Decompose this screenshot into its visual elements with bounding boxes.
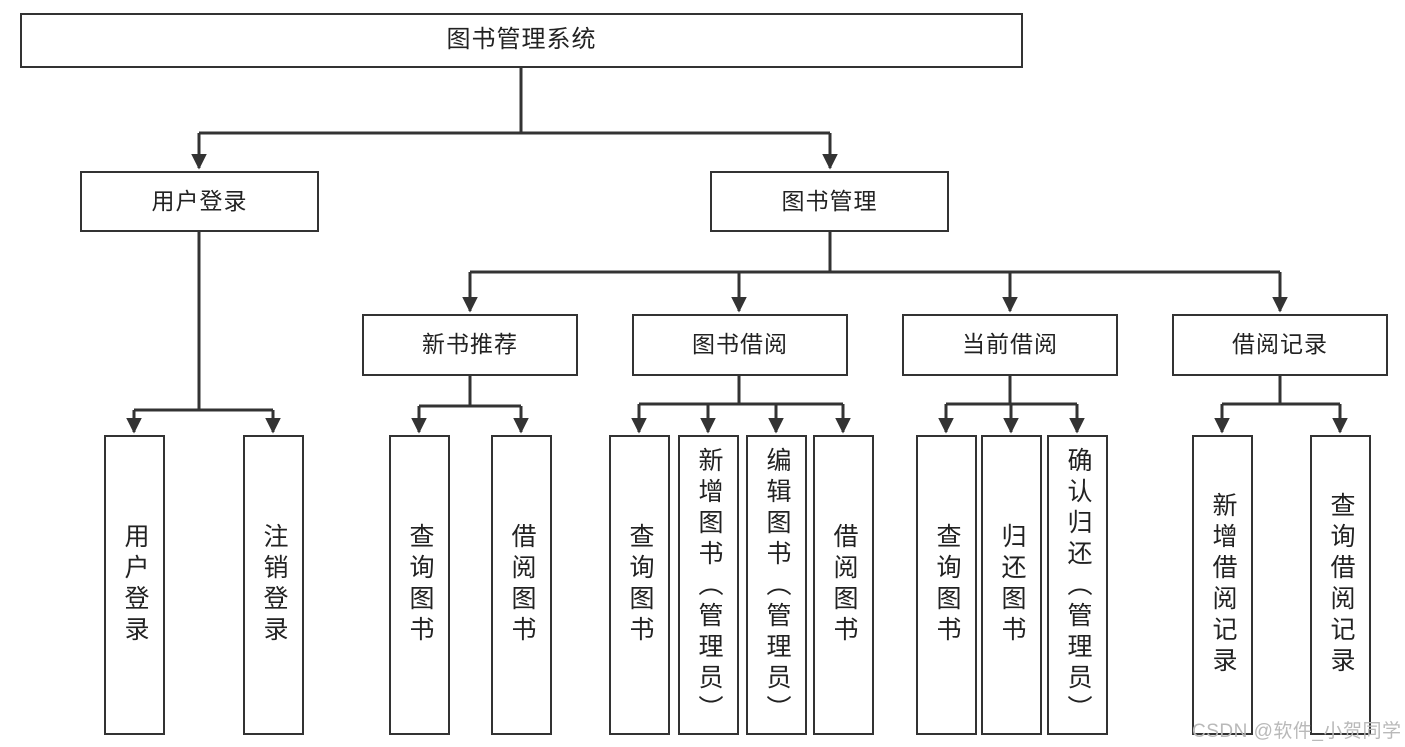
leaf-new-book-borrow-book[interactable]: 借阅图书 [491,435,552,735]
leaf-user-login-login[interactable]: 用户登录 [104,435,165,735]
leaf-label: 查询图书 [933,523,961,647]
node-root-book-management-system[interactable]: 图书管理系统 [20,13,1023,68]
leaf-borrow-record-add-record[interactable]: 新增借阅记录 [1192,435,1253,735]
leaf-label: 编辑图书（管理员） [763,447,791,726]
leaf-new-book-query-book[interactable]: 查询图书 [389,435,450,735]
leaf-book-borrow-edit-book-admin[interactable]: 编辑图书（管理员） [746,435,807,735]
leaf-current-borrow-confirm-return-admin[interactable]: 确认归还（管理员） [1047,435,1108,735]
leaf-label: 查询借阅记录 [1327,492,1355,678]
leaf-label: 用户登录 [121,523,149,647]
leaf-label: 确认归还（管理员） [1064,447,1092,726]
leaf-label: 借阅图书 [508,523,536,647]
leaf-book-borrow-add-book-admin[interactable]: 新增图书（管理员） [678,435,739,735]
csdn-watermark: CSDN @软件_小贺同学 [1192,721,1402,742]
node-book-management[interactable]: 图书管理 [710,171,949,232]
node-book-borrow[interactable]: 图书借阅 [632,314,848,376]
leaf-book-borrow-query-book[interactable]: 查询图书 [609,435,670,735]
leaf-label: 注销登录 [260,523,288,647]
leaf-user-login-logout[interactable]: 注销登录 [243,435,304,735]
leaf-label: 新增图书（管理员） [695,447,723,726]
node-user-login[interactable]: 用户登录 [80,171,319,232]
node-new-book-recommend[interactable]: 新书推荐 [362,314,578,376]
node-borrow-record[interactable]: 借阅记录 [1172,314,1388,376]
leaf-label: 查询图书 [406,523,434,647]
leaf-current-borrow-query-book[interactable]: 查询图书 [916,435,977,735]
leaf-book-borrow-borrow-book[interactable]: 借阅图书 [813,435,874,735]
leaf-label: 查询图书 [626,523,654,647]
leaf-label: 归还图书 [998,523,1026,647]
leaf-borrow-record-query-record[interactable]: 查询借阅记录 [1310,435,1371,735]
node-current-borrow[interactable]: 当前借阅 [902,314,1118,376]
leaf-label: 新增借阅记录 [1209,492,1237,678]
leaf-current-borrow-return-book[interactable]: 归还图书 [981,435,1042,735]
leaf-label: 借阅图书 [830,523,858,647]
